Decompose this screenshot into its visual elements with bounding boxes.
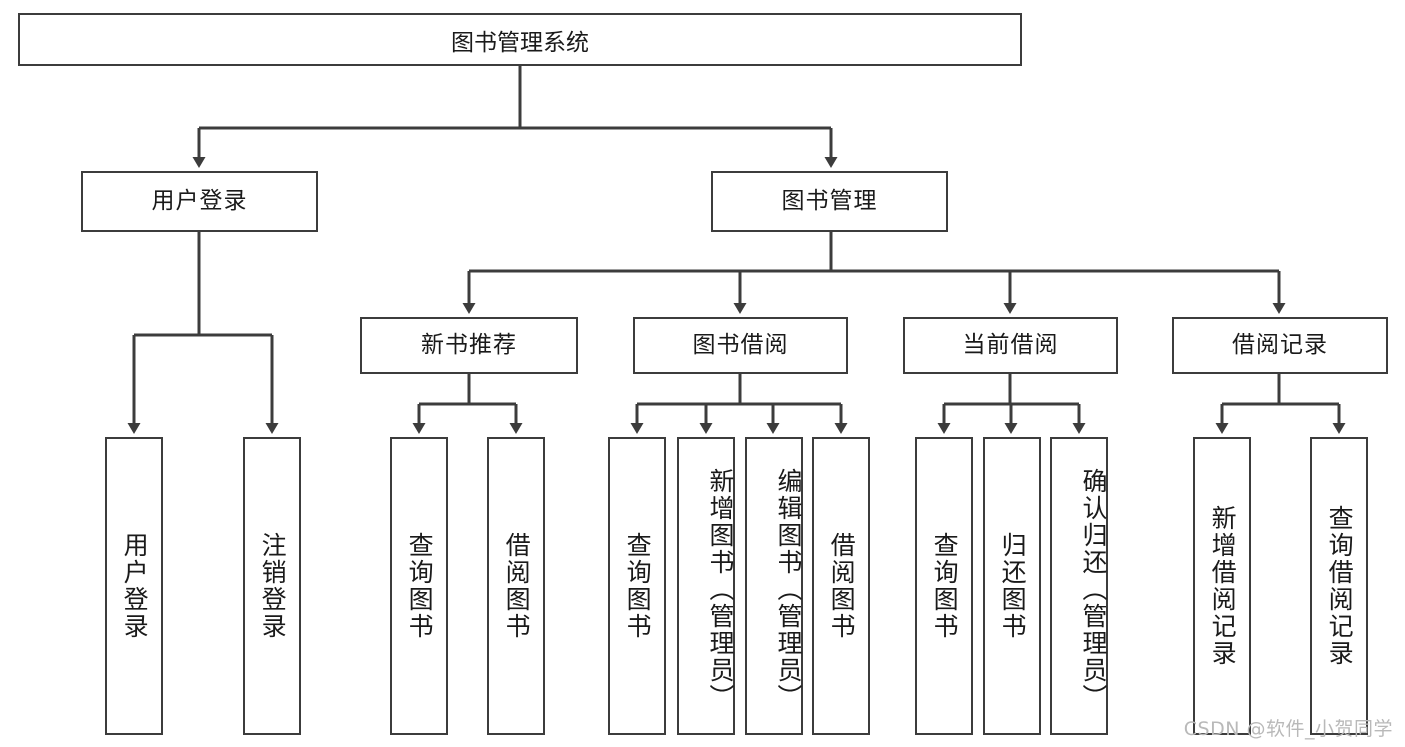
leaf-borrow-book[interactable]: 借阅图书 — [812, 437, 870, 735]
node-current-borrow[interactable]: 当前借阅 — [903, 317, 1118, 374]
node-label: 图书管理系统 — [451, 29, 589, 56]
leaf-logout[interactable]: 注销登录 — [243, 437, 301, 735]
node-label: 用户登录 — [120, 532, 150, 640]
node-label: 查询借阅记录 — [1325, 505, 1355, 667]
node-new-book-recommend[interactable]: 新书推荐 — [360, 317, 578, 374]
node-label: 新增借阅记录 — [1208, 505, 1238, 667]
node-label: 当前借阅 — [962, 331, 1059, 358]
node-root-library-system[interactable]: 图书管理系统 — [18, 13, 1022, 66]
node-label: 图书借阅 — [692, 331, 789, 358]
leaf-borrow-book-recommend[interactable]: 借阅图书 — [487, 437, 545, 735]
leaf-edit-book-admin[interactable]: 编辑图书（管理员） — [745, 437, 803, 735]
leaf-return-book[interactable]: 归还图书 — [983, 437, 1041, 735]
leaf-confirm-return-admin[interactable]: 确认归还（管理员） — [1050, 437, 1108, 735]
node-label: 借阅图书 — [502, 532, 532, 640]
leaf-query-book-recommend[interactable]: 查询图书 — [390, 437, 448, 735]
node-label: 新书推荐 — [421, 331, 517, 358]
leaf-query-borrow-record[interactable]: 查询借阅记录 — [1310, 437, 1368, 735]
node-label: 新增图书（管理员） — [706, 467, 735, 711]
node-book-management[interactable]: 图书管理 — [711, 171, 948, 232]
node-label: 用户登录 — [151, 187, 248, 214]
node-label: 注销登录 — [258, 532, 288, 640]
node-label: 借阅图书 — [827, 532, 857, 640]
node-label: 图书管理 — [781, 187, 878, 214]
leaf-add-borrow-record[interactable]: 新增借阅记录 — [1193, 437, 1251, 735]
node-label: 查询图书 — [623, 532, 653, 640]
node-label: 确认归还（管理员） — [1079, 467, 1108, 711]
node-label: 查询图书 — [405, 532, 435, 640]
node-label: 归还图书 — [998, 532, 1028, 640]
node-label: 编辑图书（管理员） — [774, 467, 803, 711]
node-label: 查询图书 — [930, 532, 960, 640]
node-borrow-record[interactable]: 借阅记录 — [1172, 317, 1388, 374]
leaf-query-book-current[interactable]: 查询图书 — [915, 437, 973, 735]
watermark: CSDN @软件_小贺同学 — [1183, 718, 1393, 740]
node-user-login[interactable]: 用户登录 — [81, 171, 318, 232]
leaf-query-book-borrow[interactable]: 查询图书 — [608, 437, 666, 735]
leaf-user-login[interactable]: 用户登录 — [105, 437, 163, 735]
node-book-borrow[interactable]: 图书借阅 — [633, 317, 848, 374]
leaf-add-book-admin[interactable]: 新增图书（管理员） — [677, 437, 735, 735]
node-label: 借阅记录 — [1232, 331, 1328, 358]
